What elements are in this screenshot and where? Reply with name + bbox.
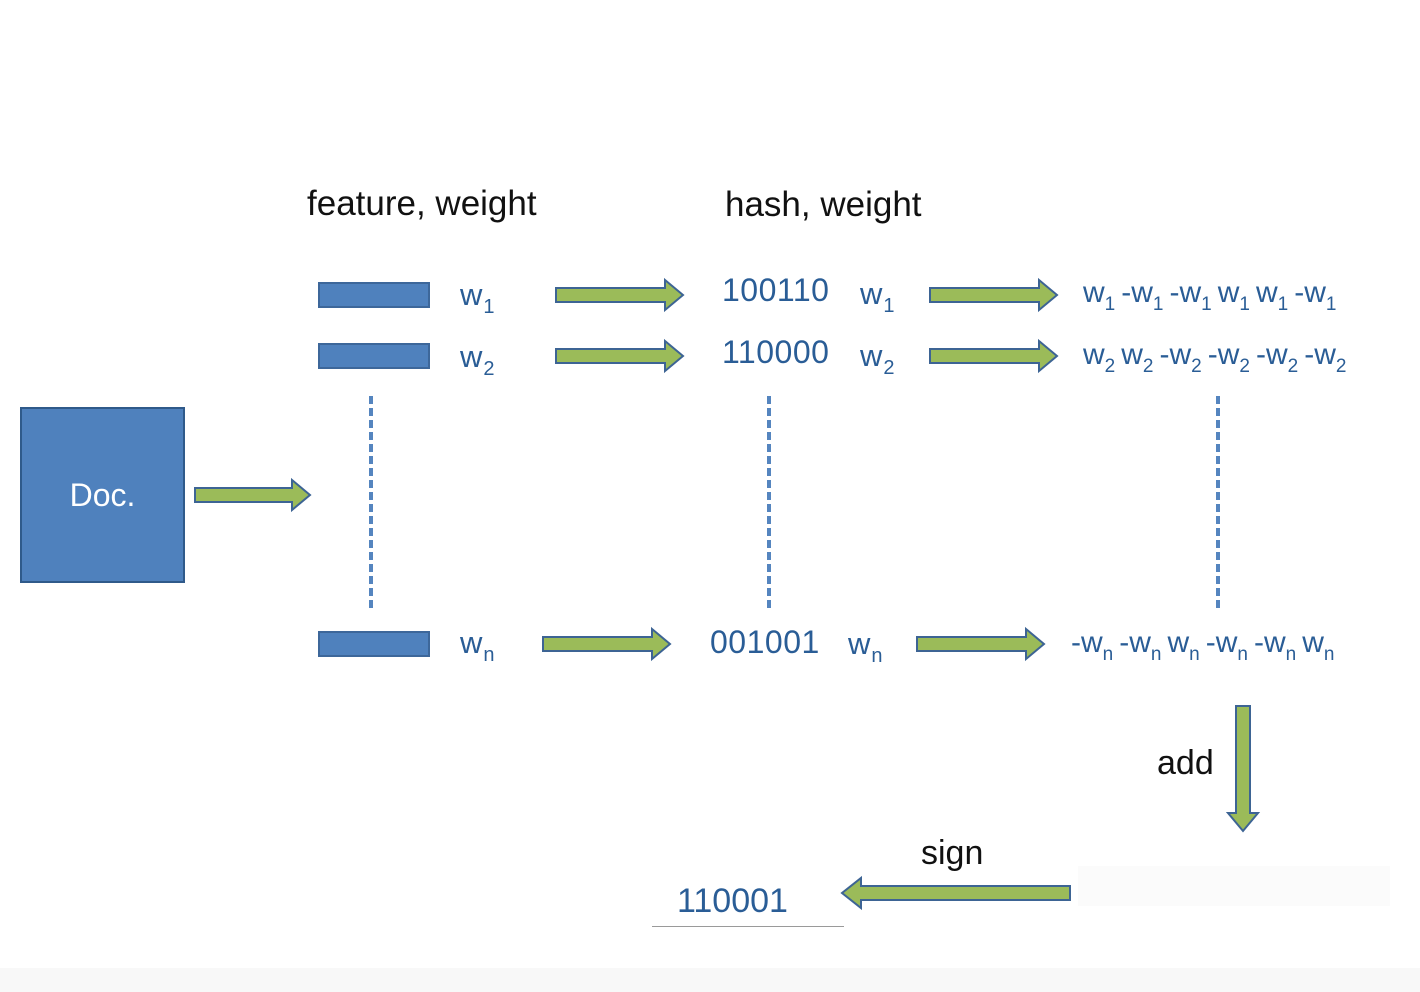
hash-value-1: 100110: [722, 272, 830, 308]
arrow-feature-to-hash-2-icon: [555, 338, 685, 374]
arrow-hash-to-vector-2-icon: [929, 338, 1059, 374]
hash-weight-1: w1: [860, 276, 895, 317]
document-box: Doc.: [20, 407, 185, 583]
vector-term: -w2: [1304, 338, 1347, 377]
arrow-add-down-icon: [1225, 705, 1261, 833]
vector-term: -w1: [1169, 276, 1212, 315]
arrow-hash-to-vector-1-icon: [929, 277, 1059, 313]
vector-term: -wn: [1119, 626, 1162, 665]
document-label: Doc.: [69, 476, 136, 513]
vector-term: wn: [1167, 626, 1200, 665]
ellipsis-dashes-vectors: [1216, 396, 1220, 608]
ellipsis-dashes-features: [369, 396, 373, 608]
ellipsis-dashes-hashes: [767, 396, 771, 608]
vector-term: -wn: [1205, 626, 1248, 665]
result-underline: [652, 926, 844, 927]
vector-term: w2: [1083, 338, 1116, 377]
weighted-vector-1: w1 -w1 -w1 w1 w1 -w1: [1083, 276, 1337, 315]
arrow-feature-to-hash-1-icon: [555, 277, 685, 313]
vector-term: w1: [1256, 276, 1289, 315]
sign-label: sign: [921, 834, 984, 872]
hash-value-2: 110000: [722, 334, 830, 370]
arrow-sign-left-icon: [840, 875, 1071, 911]
feature-weight-header: feature, weight: [307, 184, 537, 223]
hash-weight-2: w2: [860, 338, 895, 379]
bottom-band: [0, 968, 1420, 992]
blurred-sum-area: [1078, 866, 1390, 906]
weighted-vector-2: w2 w2 -w2 -w2 -w2 -w2: [1083, 338, 1347, 377]
vector-term: -wn: [1254, 626, 1297, 665]
vector-term: w1: [1083, 276, 1116, 315]
vector-term: -wn: [1071, 626, 1114, 665]
vector-term: -w2: [1207, 338, 1250, 377]
hash-weight-header: hash, weight: [725, 185, 922, 224]
vector-term: wn: [1302, 626, 1335, 665]
weight-label-n: wn: [460, 625, 495, 666]
vector-term: -w1: [1294, 276, 1337, 315]
feature-bar-1: [318, 282, 430, 308]
feature-bar-n: [318, 631, 430, 657]
vector-term: -w2: [1159, 338, 1202, 377]
arrow-feature-to-hash-n-icon: [542, 626, 672, 662]
weighted-vector-n: -wn -wn wn -wn -wn wn: [1071, 626, 1335, 665]
vector-term: w2: [1121, 338, 1154, 377]
feature-bar-2: [318, 343, 430, 369]
weight-label-1: w1: [460, 277, 495, 318]
arrow-doc-to-features-icon: [194, 477, 312, 513]
vector-term: -w1: [1121, 276, 1164, 315]
weight-label-2: w2: [460, 339, 495, 380]
hash-value-n: 001001: [710, 624, 820, 660]
hash-weight-n: wn: [848, 626, 883, 667]
arrow-hash-to-vector-n-icon: [916, 626, 1046, 662]
add-label: add: [1157, 744, 1214, 782]
vector-term: -w2: [1256, 338, 1299, 377]
vector-term: w1: [1217, 276, 1250, 315]
fingerprint-result: 110001: [677, 882, 788, 920]
